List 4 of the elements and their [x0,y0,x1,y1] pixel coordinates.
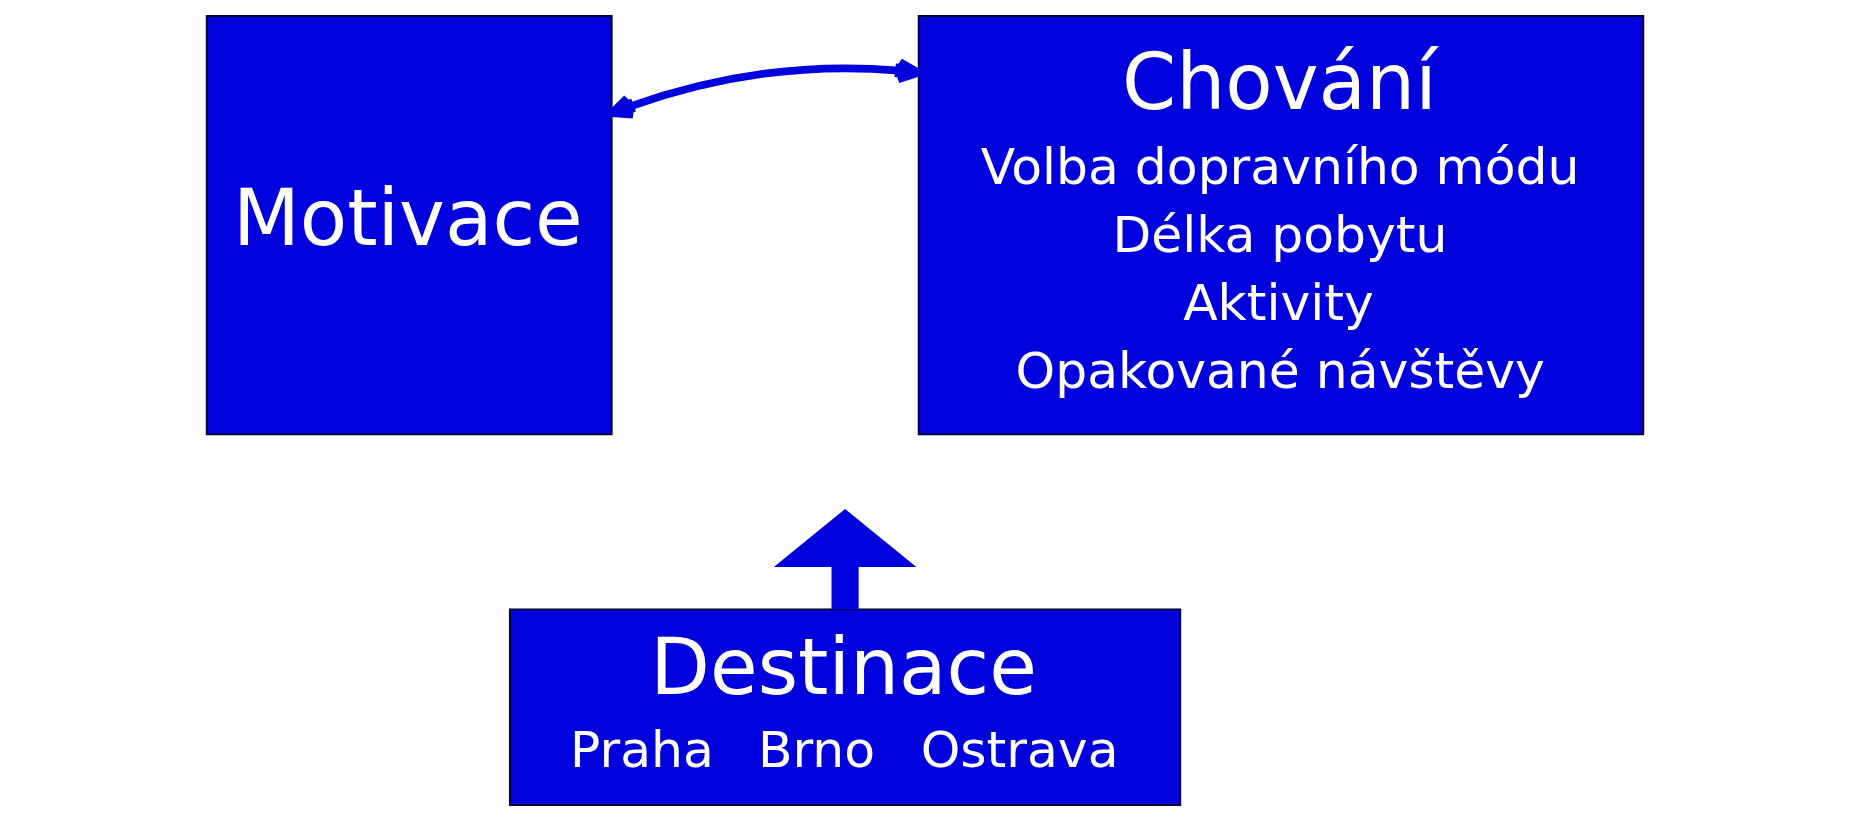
node-box: Chování Volba dopravního módu Délka pobytu Aktivity Opakované návštěvy [917,14,1644,436]
node-box: Destinace Praha Brno Ostrava [508,608,1181,806]
node-box: Motivace [205,14,613,436]
arrow [773,508,916,610]
